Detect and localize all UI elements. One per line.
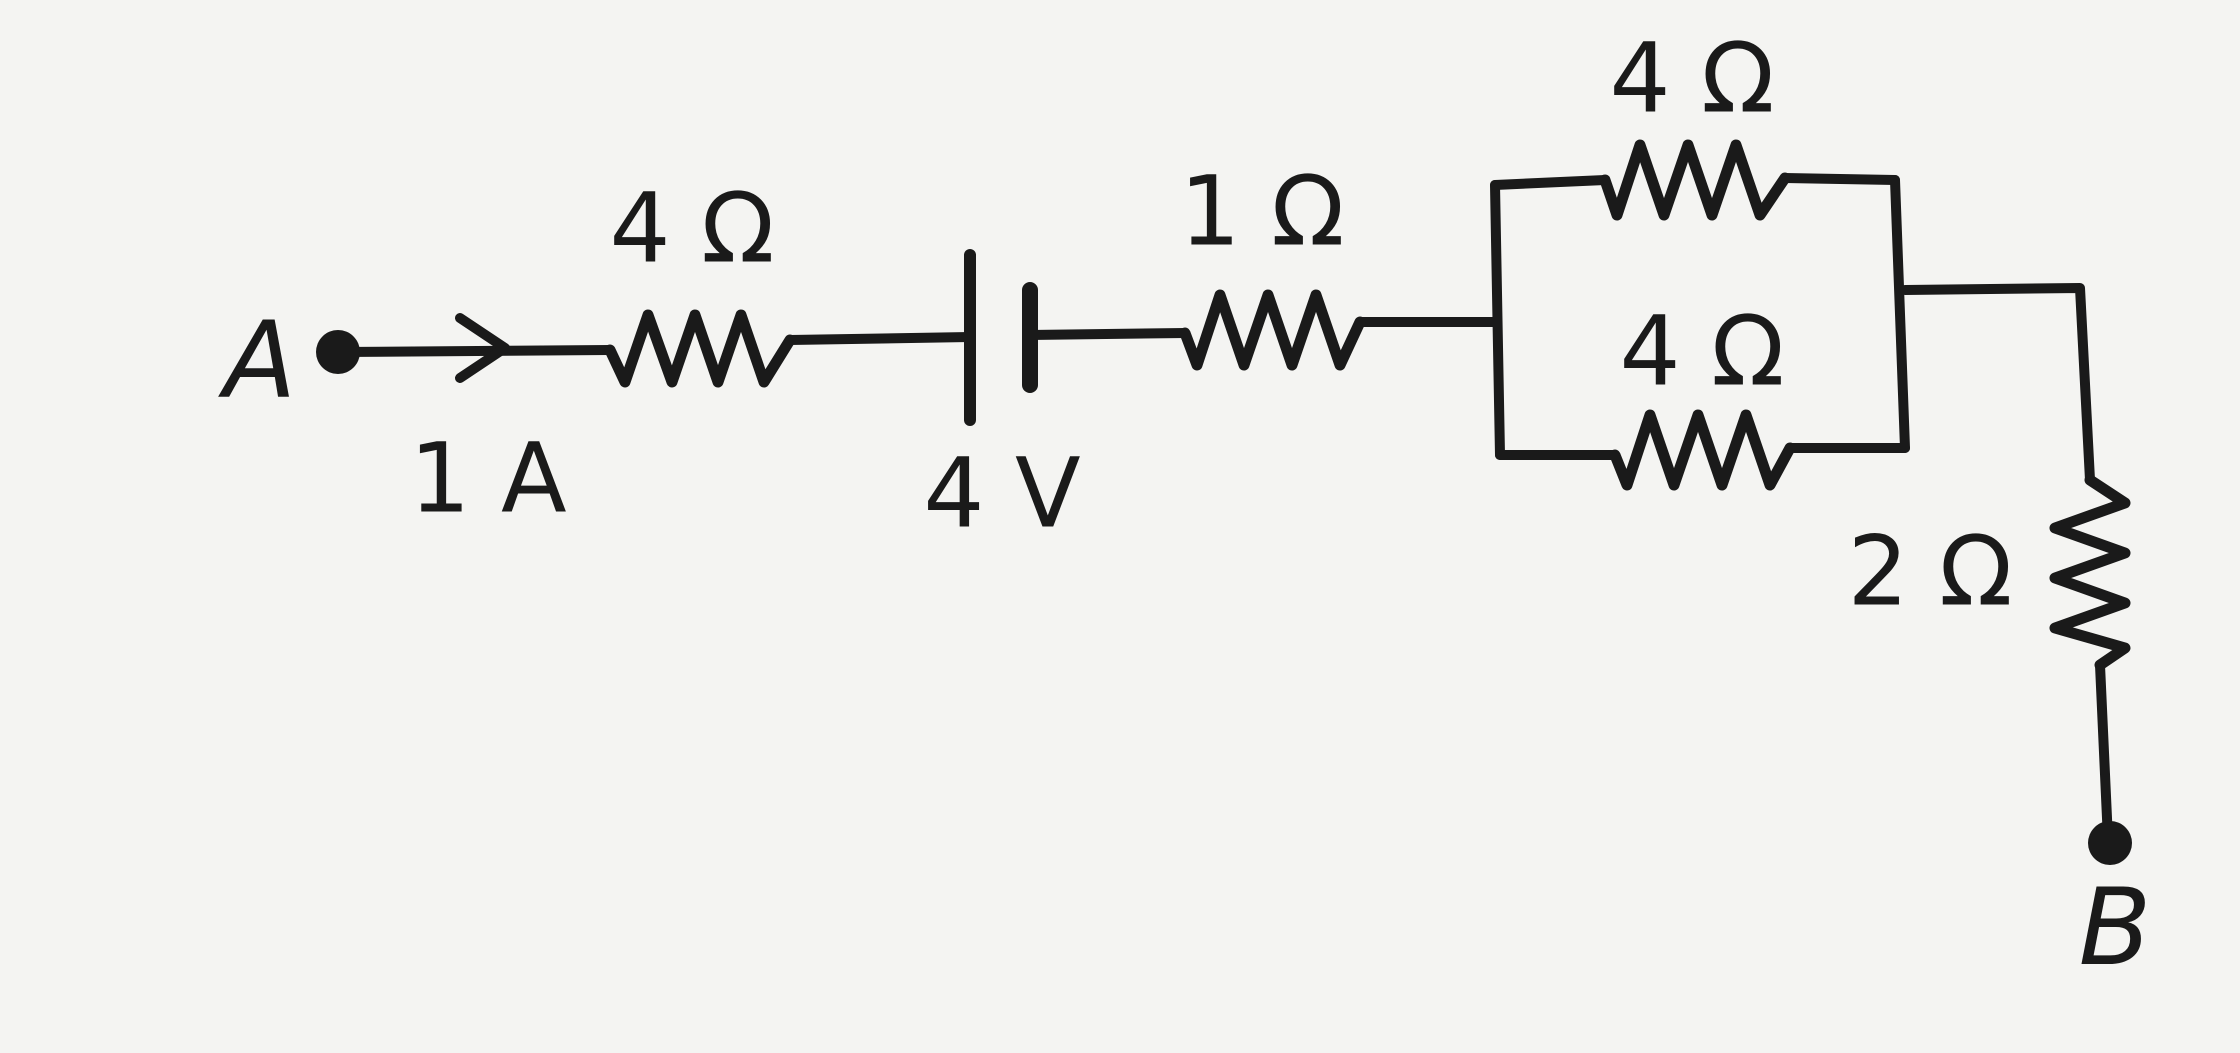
circuit-wires <box>335 173 2113 845</box>
resistor-parallel-bottom <box>1609 409 1796 491</box>
wire-parallel-left <box>1490 180 1505 460</box>
resistor-vertical <box>2049 474 2131 671</box>
resistor-series-2-label: 1 Ω <box>1180 155 1345 267</box>
battery-label: 4 V <box>923 437 1080 549</box>
terminal-b-label: B <box>2079 866 2152 989</box>
terminal-a-label: A <box>218 299 297 422</box>
resistor-parallel-bottom-label: 4 Ω <box>1620 295 1785 407</box>
resistor-series-2 <box>1179 289 1366 371</box>
wire-parallel-right <box>1890 175 1910 453</box>
wire-resistor-1-to-battery <box>785 332 975 345</box>
resistor-series-1 <box>604 309 796 388</box>
resistor-parallel-top-label: 4 Ω <box>1610 22 1775 134</box>
wire-resistor-vertical-to-b <box>2095 660 2113 845</box>
wire-parallel-to-corner <box>1900 283 2095 485</box>
wire-parallel-top-left <box>1490 175 1610 190</box>
resistor-vertical-label: 2 Ω <box>1848 515 2013 627</box>
current-arrow-icon <box>455 313 510 383</box>
wire-a-to-resistor-1 <box>335 345 615 357</box>
resistor-parallel-top <box>1599 139 1791 221</box>
current-label: 1 A <box>409 422 566 534</box>
terminal-a-dot <box>316 330 360 374</box>
resistor-series-1-label: 4 Ω <box>610 172 775 284</box>
wire-battery-to-resistor-2 <box>1025 328 1190 340</box>
terminal-b-dot <box>2088 821 2132 865</box>
wire-parallel-top-right <box>1780 173 1900 185</box>
